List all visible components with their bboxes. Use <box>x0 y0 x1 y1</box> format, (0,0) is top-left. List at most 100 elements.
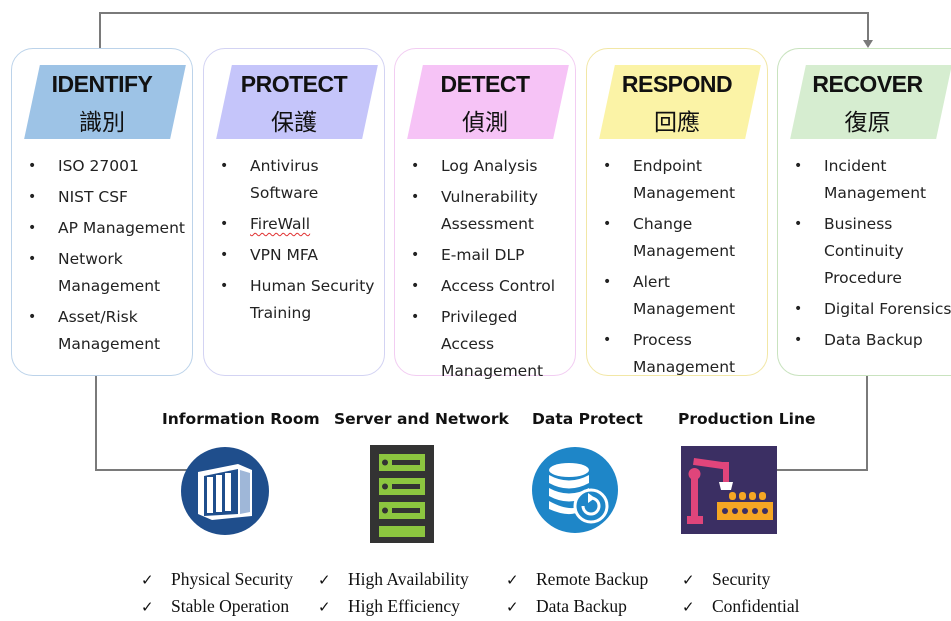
list-item: • Vulnerability Assessment <box>407 184 573 238</box>
check-item-text: Remote Backup <box>536 569 649 589</box>
recover-cjk-title: 復原 <box>844 110 891 136</box>
checkmark-icon: ✓ <box>682 598 695 616</box>
list-item: • Business Continuity Procedure <box>790 211 951 292</box>
list-item: •Human Security Training <box>216 273 382 327</box>
protect-card: PROTECT 保護 •Antivirus Software•FireWall•… <box>203 48 385 376</box>
bullet-icon: • <box>28 309 37 325</box>
list-item: •Data Backup <box>790 327 951 354</box>
list-item-text: AP Management <box>58 219 185 237</box>
database-backup-icon <box>532 447 618 533</box>
check-item: ✓Remote Backup <box>506 566 648 593</box>
detect-list: • Log Analysis • Vulnerability Assessment • E… <box>407 153 573 389</box>
checks-information-room: ✓Physical Security ✓ Stable Operation <box>141 566 293 620</box>
check-item-text: High Efficiency <box>348 596 460 616</box>
list-item: •Antivirus Software <box>216 153 382 207</box>
section-label-data-protect: Data Protect <box>532 410 643 428</box>
list-item-text: Process Management <box>633 331 736 376</box>
protect-list: •Antivirus Software • FireWall • VPN MFA •Hum… <box>216 153 382 331</box>
bullet-icon: • <box>28 158 37 174</box>
bullet-icon: • <box>411 309 420 325</box>
list-item: •Change Management <box>599 211 765 265</box>
list-item: •NIST CSF <box>24 184 190 211</box>
bottom-right-connector <box>765 376 868 471</box>
list-item: • Log Analysis <box>407 153 573 180</box>
check-item-text: Security <box>712 569 771 589</box>
check-item-text: Data Backup <box>536 596 627 616</box>
check-item-text: High Availability <box>348 569 469 589</box>
list-item-text: Network Management <box>58 250 161 295</box>
list-item-text: FireWall <box>250 215 311 233</box>
protect-title: PROTECT <box>240 71 348 97</box>
list-item-text: ISO 27001 <box>58 157 139 175</box>
check-item: ✓Physical Security <box>141 566 293 593</box>
list-item: • FireWall <box>216 211 382 238</box>
list-item: •Incident Management <box>790 153 951 207</box>
bottom-left-connector <box>95 376 187 471</box>
detect-title: DETECT <box>440 71 531 97</box>
robot-arm-production-icon <box>681 446 777 534</box>
bullet-icon: • <box>794 158 803 174</box>
bullet-icon: • <box>411 278 420 294</box>
list-item: • Network Management <box>24 246 190 300</box>
checks-production-line: ✓ Security ✓ Confidential <box>682 566 799 620</box>
bullet-icon: • <box>794 332 803 348</box>
list-item-text: Alert Management <box>633 273 736 318</box>
bullet-icon: • <box>411 247 420 263</box>
bullet-icon: • <box>220 247 229 263</box>
identify-list: •ISO 27001•NIST CSF•AP Management•Networ… <box>24 153 190 362</box>
list-item-text: Vulnerability Assessment <box>441 188 538 233</box>
list-item: • Endpoint Management <box>599 153 765 207</box>
bullet-icon: • <box>28 220 37 236</box>
detect-card: DETECT 偵測 • Log Analysis • Vulnerability As… <box>394 48 576 380</box>
section-label-production-line: Production Line <box>678 410 816 428</box>
identify-card: IDENTIFY 識別 •ISO 27001•NIST CSF•AP Manag… <box>11 48 193 376</box>
list-item-text: Access Control <box>441 277 556 295</box>
bullet-icon: • <box>603 274 612 290</box>
checkmark-icon: ✓ <box>682 571 695 589</box>
list-item-text: NIST CSF <box>58 188 128 206</box>
list-item-text: Change Management <box>633 215 736 260</box>
list-item-text: E-mail DLP <box>441 246 525 264</box>
list-item-text: Antivirus Software <box>250 157 319 202</box>
list-item-text: Business Continuity Procedure <box>824 215 904 287</box>
check-item: ✓ Data Backup <box>506 593 648 620</box>
bullet-icon: • <box>603 158 612 174</box>
respond-card: RESPOND 回應 •Endpoint Management•Change M… <box>586 48 768 376</box>
protect-cjk-title: 保護 <box>271 110 317 136</box>
bullet-icon: • <box>794 301 803 317</box>
list-item: • ISO 27001 <box>24 153 190 180</box>
arrow-down-icon <box>863 40 873 48</box>
check-item-text: Stable Operation <box>171 596 290 616</box>
bullet-icon: • <box>28 251 37 267</box>
bullet-icon: • <box>220 216 229 232</box>
list-item-text: Log Analysis <box>441 157 538 175</box>
recover-card: RECOVER 復原 •Incident Management•Business… <box>777 48 951 376</box>
list-item: • Digital Forensics <box>790 296 951 323</box>
list-item-text: Privileged Access Management <box>441 308 544 380</box>
section-label-server-network: Server and Network <box>334 410 509 428</box>
list-item-text: Endpoint Management <box>633 157 736 202</box>
list-item-text: Asset/Risk Management <box>58 308 161 353</box>
detect-cjk-title: 偵測 <box>462 110 508 136</box>
list-item-text: Digital Forensics <box>824 300 951 318</box>
identify-title: IDENTIFY <box>51 71 153 97</box>
checks-data-protect: ✓Remote Backup ✓ Data Backup <box>506 566 648 620</box>
bullet-icon: • <box>794 216 803 232</box>
checkmark-icon: ✓ <box>141 598 154 616</box>
bullet-icon: • <box>411 158 420 174</box>
top-connector-line <box>99 12 869 48</box>
bullet-icon: • <box>603 332 612 348</box>
check-item-text: Physical Security <box>171 569 293 589</box>
bullet-icon: • <box>411 189 420 205</box>
check-item-text: Confidential <box>712 596 800 616</box>
recover-title: RECOVER <box>812 71 923 97</box>
list-item-text: VPN MFA <box>250 246 318 264</box>
identify-cjk-title: 識別 <box>79 110 125 136</box>
checks-server-network: ✓High Availability✓High Efficiency <box>318 566 469 620</box>
list-item: • VPN MFA <box>216 242 382 269</box>
list-item-text: Human Security Training <box>250 277 375 322</box>
respond-list: •Endpoint Management•Change Management•A… <box>599 153 765 385</box>
list-item: • Access Control <box>407 273 573 300</box>
checkmark-icon: ✓ <box>506 598 519 616</box>
